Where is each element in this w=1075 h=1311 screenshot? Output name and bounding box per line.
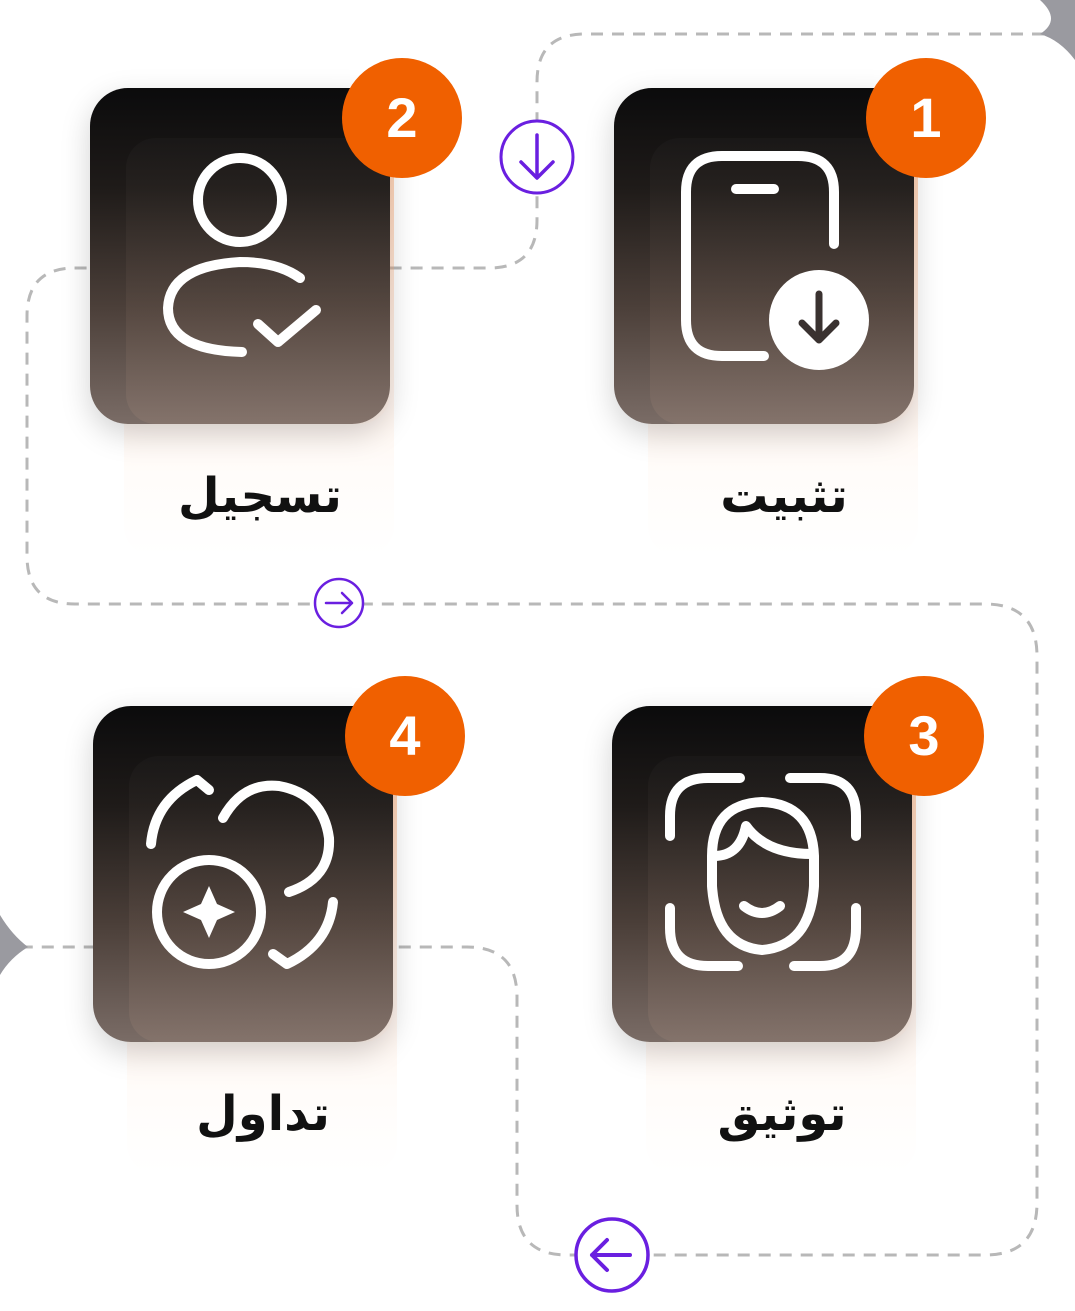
corner-marker-top-right <box>1040 0 1075 60</box>
step-number-badge: 4 <box>345 676 465 796</box>
step-label: تداول <box>196 1086 330 1142</box>
phone-download-icon <box>681 151 869 370</box>
step-number-badge: 3 <box>864 676 984 796</box>
coin-exchange-icon <box>146 775 338 969</box>
face-scan-icon <box>665 773 861 971</box>
step-label: تسجيل <box>178 468 342 524</box>
arrow-down-icon <box>499 119 575 195</box>
step-tile <box>612 706 912 1042</box>
step-verify: 3 توثيق <box>612 676 984 1196</box>
step-tile <box>93 706 393 1042</box>
step-register: 2 تسجيل <box>90 58 462 578</box>
step-install: 1 تثبيت <box>614 58 986 578</box>
step-tile <box>90 88 390 424</box>
step-trade: 4 تداول <box>93 676 465 1196</box>
step-number-badge: 2 <box>342 58 462 178</box>
step-label: توثيق <box>717 1086 847 1142</box>
dashed-path-top <box>0 32 1065 1257</box>
step-label: تثبيت <box>720 468 848 524</box>
corner-marker-left <box>0 915 28 975</box>
step-number-badge: 1 <box>866 58 986 178</box>
arrow-right-icon <box>313 577 365 629</box>
step-tile <box>614 88 914 424</box>
arrow-left-icon <box>574 1217 650 1293</box>
user-check-icon <box>163 153 321 357</box>
